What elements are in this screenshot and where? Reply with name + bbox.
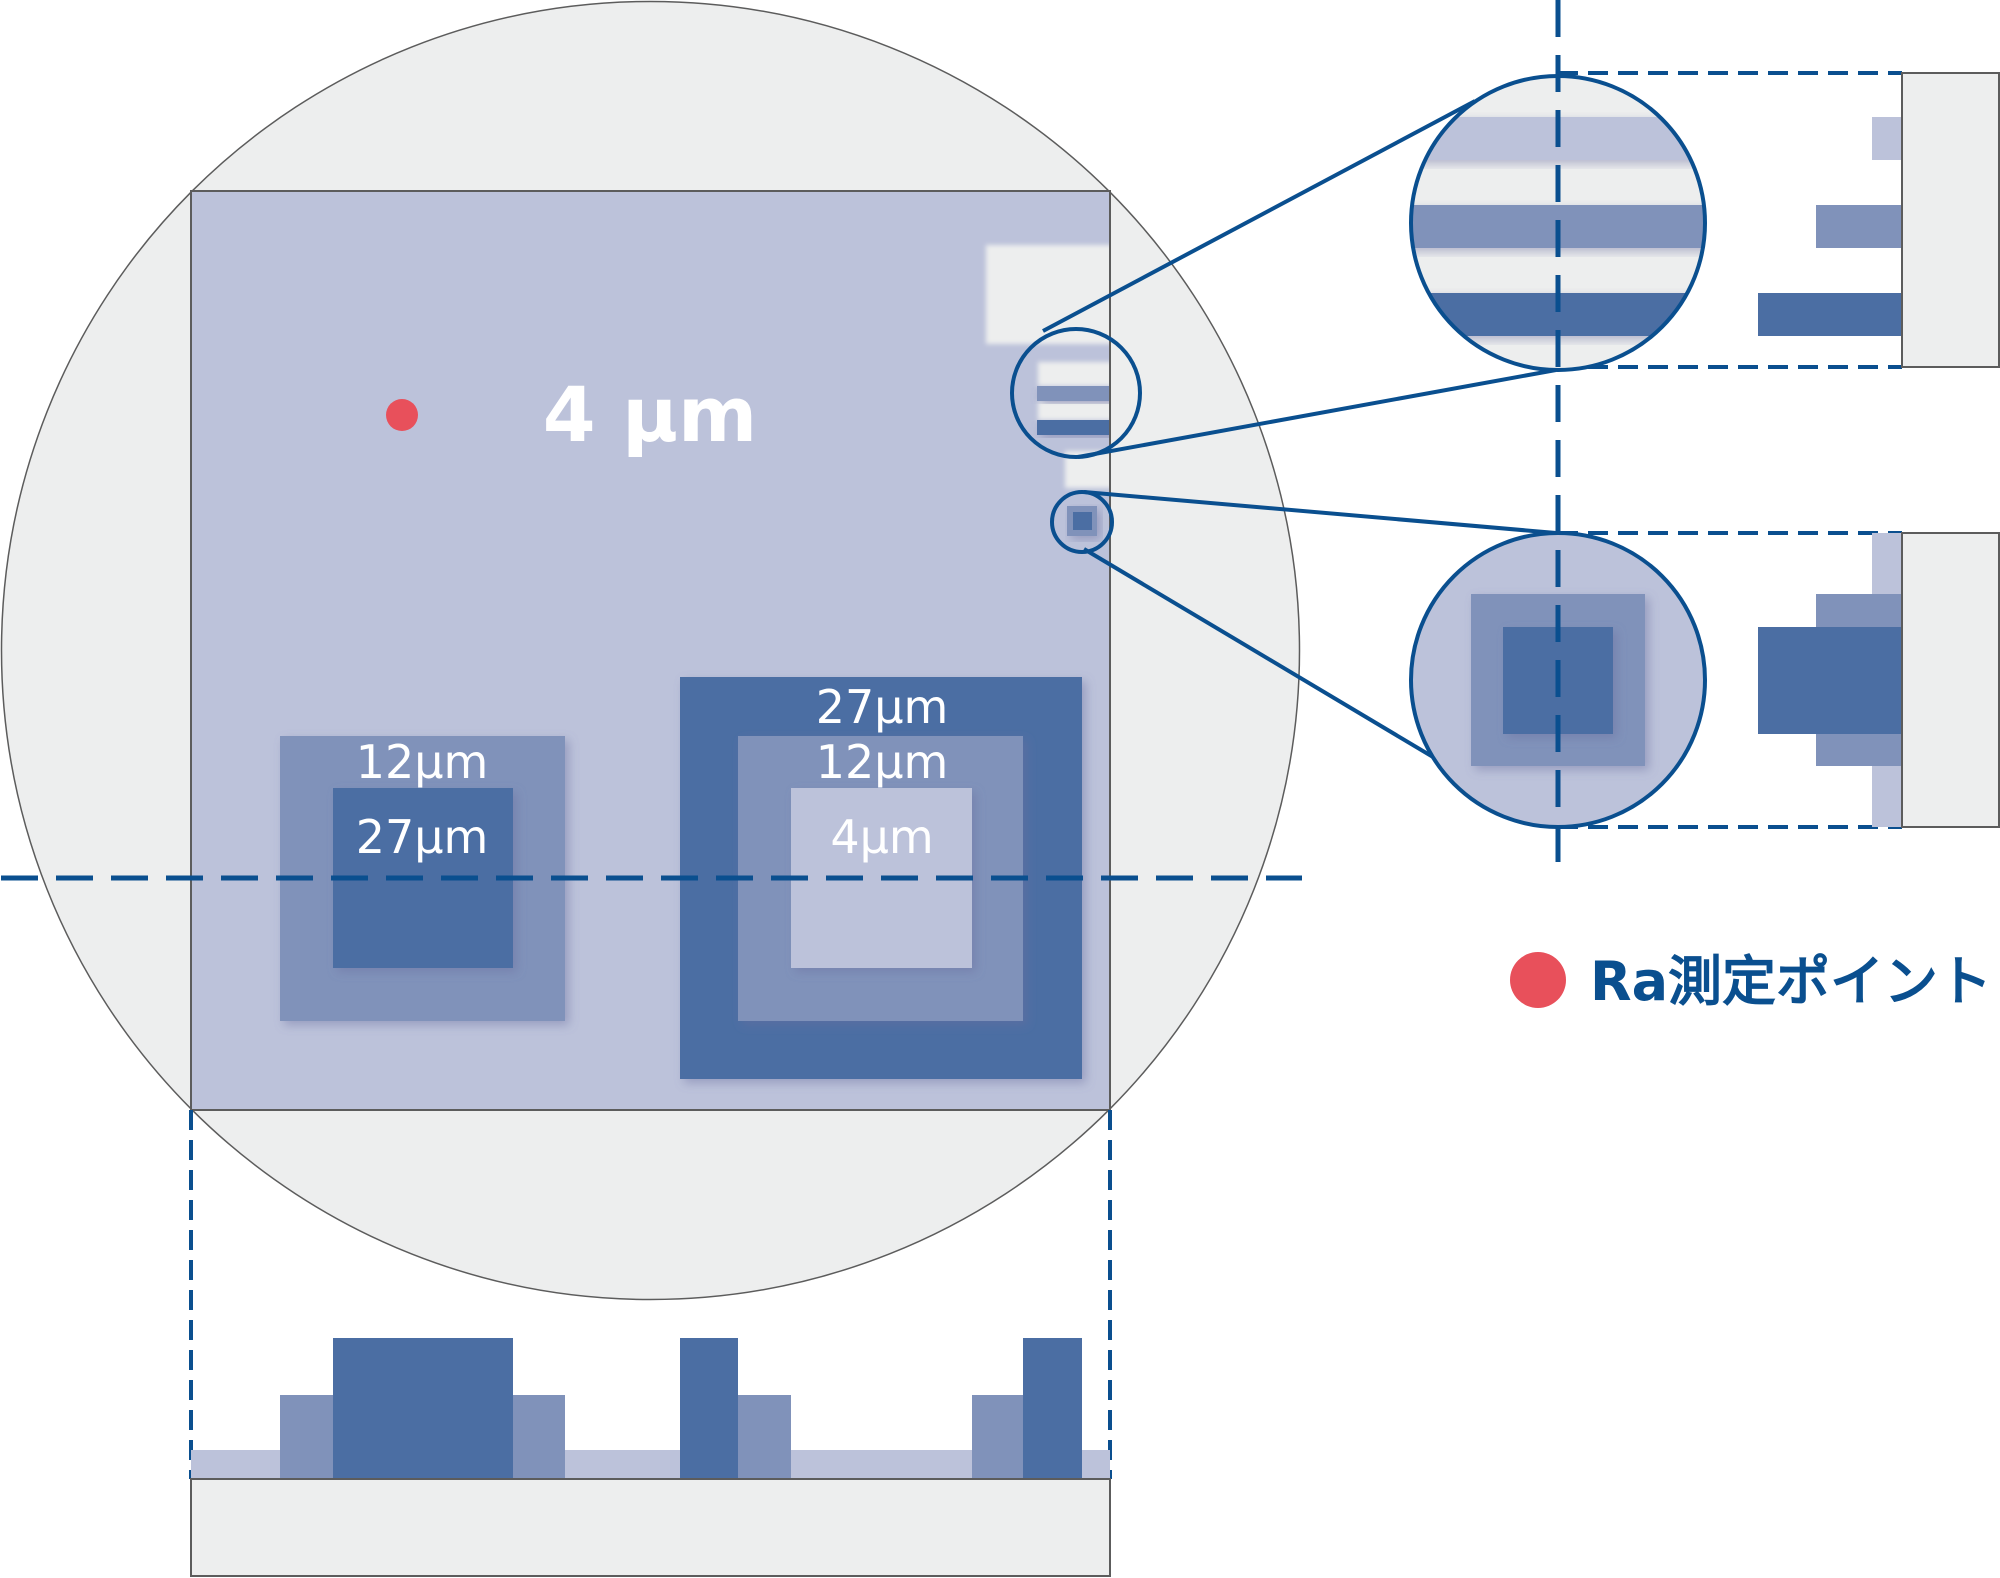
exposed-region-strip bbox=[1038, 401, 1110, 420]
connector-line bbox=[1077, 368, 1557, 459]
zoom-panel-lines bbox=[1409, 71, 2000, 372]
profile-27um bbox=[1758, 293, 1902, 336]
profile-12um bbox=[1816, 205, 1902, 248]
profile-substrate bbox=[1901, 72, 2000, 368]
magnifier-circle-dot[interactable] bbox=[1050, 490, 1114, 554]
cross-section-substrate bbox=[190, 1478, 1111, 1577]
connector-line bbox=[1082, 547, 1477, 784]
exposed-region-strip bbox=[1038, 362, 1110, 386]
measure-point-dot bbox=[386, 399, 418, 431]
die-square: 12μm 27μm 27μm 12μm 4μm 4 μm bbox=[190, 190, 1111, 1111]
legend-label: Ra測定ポイント bbox=[1590, 950, 1992, 1013]
cross-section bbox=[189, 1110, 1112, 1577]
left-structure-inner-label: 27μm bbox=[356, 810, 489, 864]
profile2-27um bbox=[1758, 627, 1902, 734]
profile2-substrate bbox=[1901, 532, 2000, 828]
cross-section-12um bbox=[972, 1395, 1023, 1480]
connector-line bbox=[1042, 99, 1476, 333]
cross-section-27um bbox=[1023, 1338, 1082, 1480]
cross-section-27um bbox=[680, 1338, 738, 1480]
line-feature-27um bbox=[1037, 420, 1110, 435]
profile-4um bbox=[1872, 117, 1902, 160]
right-structure-outer-label: 27μm bbox=[816, 680, 949, 734]
magnifier-circle-lines[interactable] bbox=[1010, 327, 1142, 459]
exposed-region-large bbox=[986, 245, 1110, 344]
legend-measure-point-icon bbox=[1510, 952, 1566, 1008]
connector-line bbox=[1083, 490, 1557, 535]
base-layer-label: 4 μm bbox=[543, 370, 757, 459]
zoom-panel-dot bbox=[1409, 531, 2000, 829]
legend: Ra測定ポイント bbox=[1510, 950, 1992, 1013]
cross-section-27um bbox=[333, 1338, 513, 1480]
right-structure-inner-label: 4μm bbox=[830, 810, 933, 864]
cross-section-12um bbox=[738, 1395, 791, 1480]
dot-feature-27um bbox=[1073, 512, 1092, 530]
left-structure-outer-label: 12μm bbox=[356, 735, 489, 789]
right-structure-middle-label: 12μm bbox=[816, 735, 949, 789]
line-feature-12um bbox=[1037, 386, 1110, 401]
